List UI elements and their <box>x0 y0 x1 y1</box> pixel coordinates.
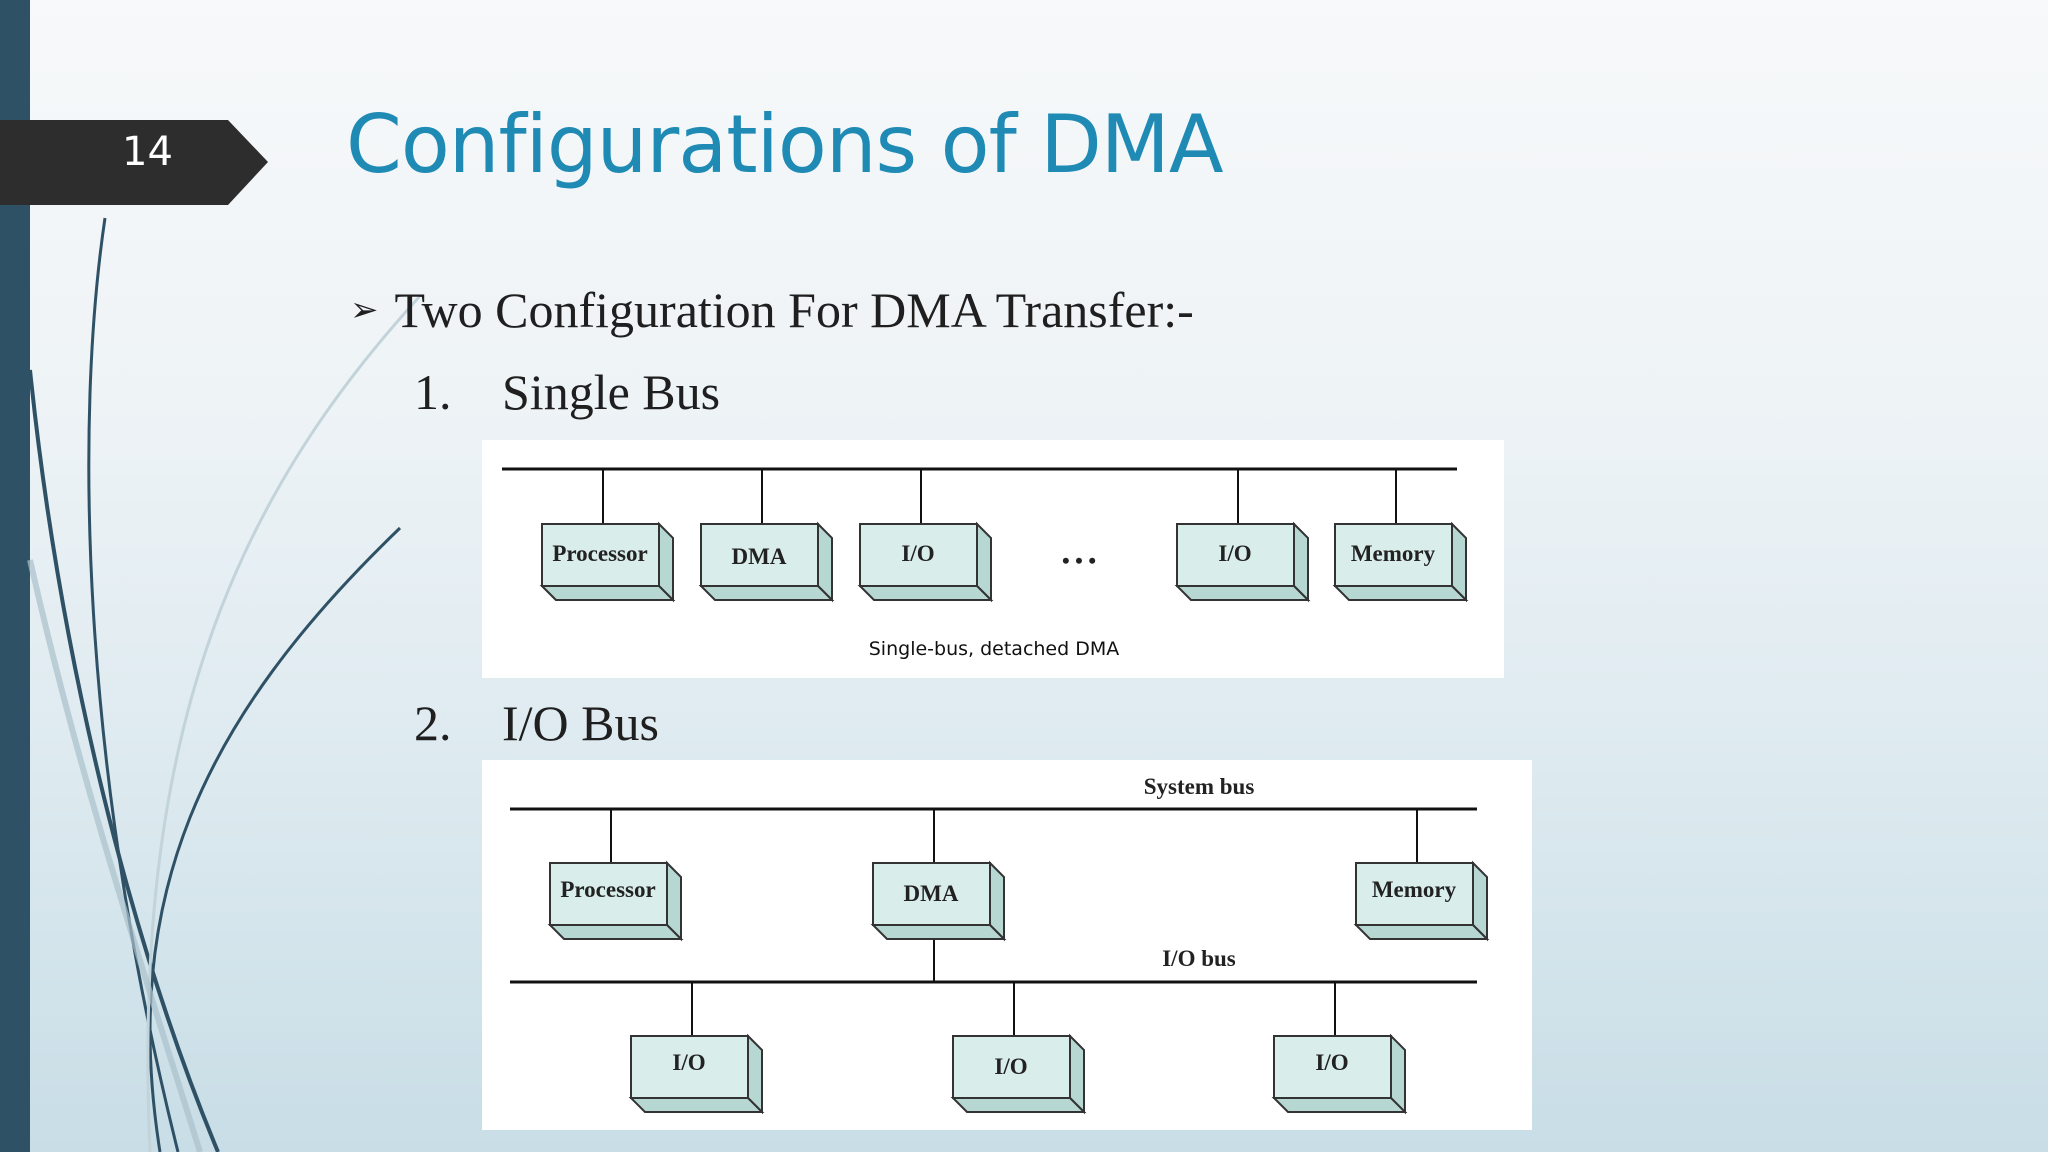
bullet-item: ➢ Two Configuration For DMA Transfer:- <box>350 280 1194 340</box>
module-processor: Processor <box>547 809 684 942</box>
module-dma: DMA <box>698 469 835 603</box>
item-number: 1. <box>414 364 452 420</box>
item-number: 2. <box>414 695 452 751</box>
io-bus-label: I/O bus <box>1162 946 1236 971</box>
module-dma: DMA <box>870 809 1007 982</box>
single-bus-diagram: Processor DMA I/O • • • I/O <box>482 440 1504 678</box>
module-processor: Processor <box>539 469 676 603</box>
system-bus-label: System bus <box>1144 774 1255 799</box>
io-bus-diagram: System bus Processor DMA Memory I/O b <box>482 760 1532 1130</box>
module-io: I/O <box>1271 982 1408 1115</box>
diagram-caption: Single-bus, detached DMA <box>869 638 1120 660</box>
item-text: Single Bus <box>502 364 721 420</box>
module-label: I/O <box>1315 1050 1348 1075</box>
ellipsis: • • • <box>1062 548 1096 573</box>
bullet-text: Two Configuration For DMA Transfer:- <box>394 282 1194 338</box>
module-io: I/O <box>950 982 1087 1115</box>
module-io: I/O <box>1174 469 1311 603</box>
module-label: Processor <box>560 877 655 902</box>
module-memory: Memory <box>1332 469 1469 603</box>
module-label: I/O <box>994 1054 1027 1079</box>
item-text: I/O Bus <box>502 695 659 751</box>
module-label: I/O <box>672 1050 705 1075</box>
module-io: I/O <box>857 469 994 603</box>
module-label: Memory <box>1372 877 1457 902</box>
slide-number: 14 <box>122 129 173 175</box>
module-label: I/O <box>901 541 934 566</box>
numbered-item-single-bus: 1. Single Bus <box>414 362 720 422</box>
module-memory: Memory <box>1353 809 1490 942</box>
slide-title: Configurations of DMA <box>346 98 1224 191</box>
module-label: DMA <box>904 881 959 906</box>
slide-number-tag <box>0 120 268 205</box>
module-label: DMA <box>732 544 787 569</box>
module-label: Processor <box>552 541 647 566</box>
module-io: I/O <box>628 982 765 1115</box>
module-label: I/O <box>1218 541 1251 566</box>
decorative-swoosh <box>27 217 420 1152</box>
module-label: Memory <box>1351 541 1436 566</box>
numbered-item-io-bus: 2. I/O Bus <box>414 693 659 753</box>
arrow-bullet-icon: ➢ <box>350 290 379 330</box>
